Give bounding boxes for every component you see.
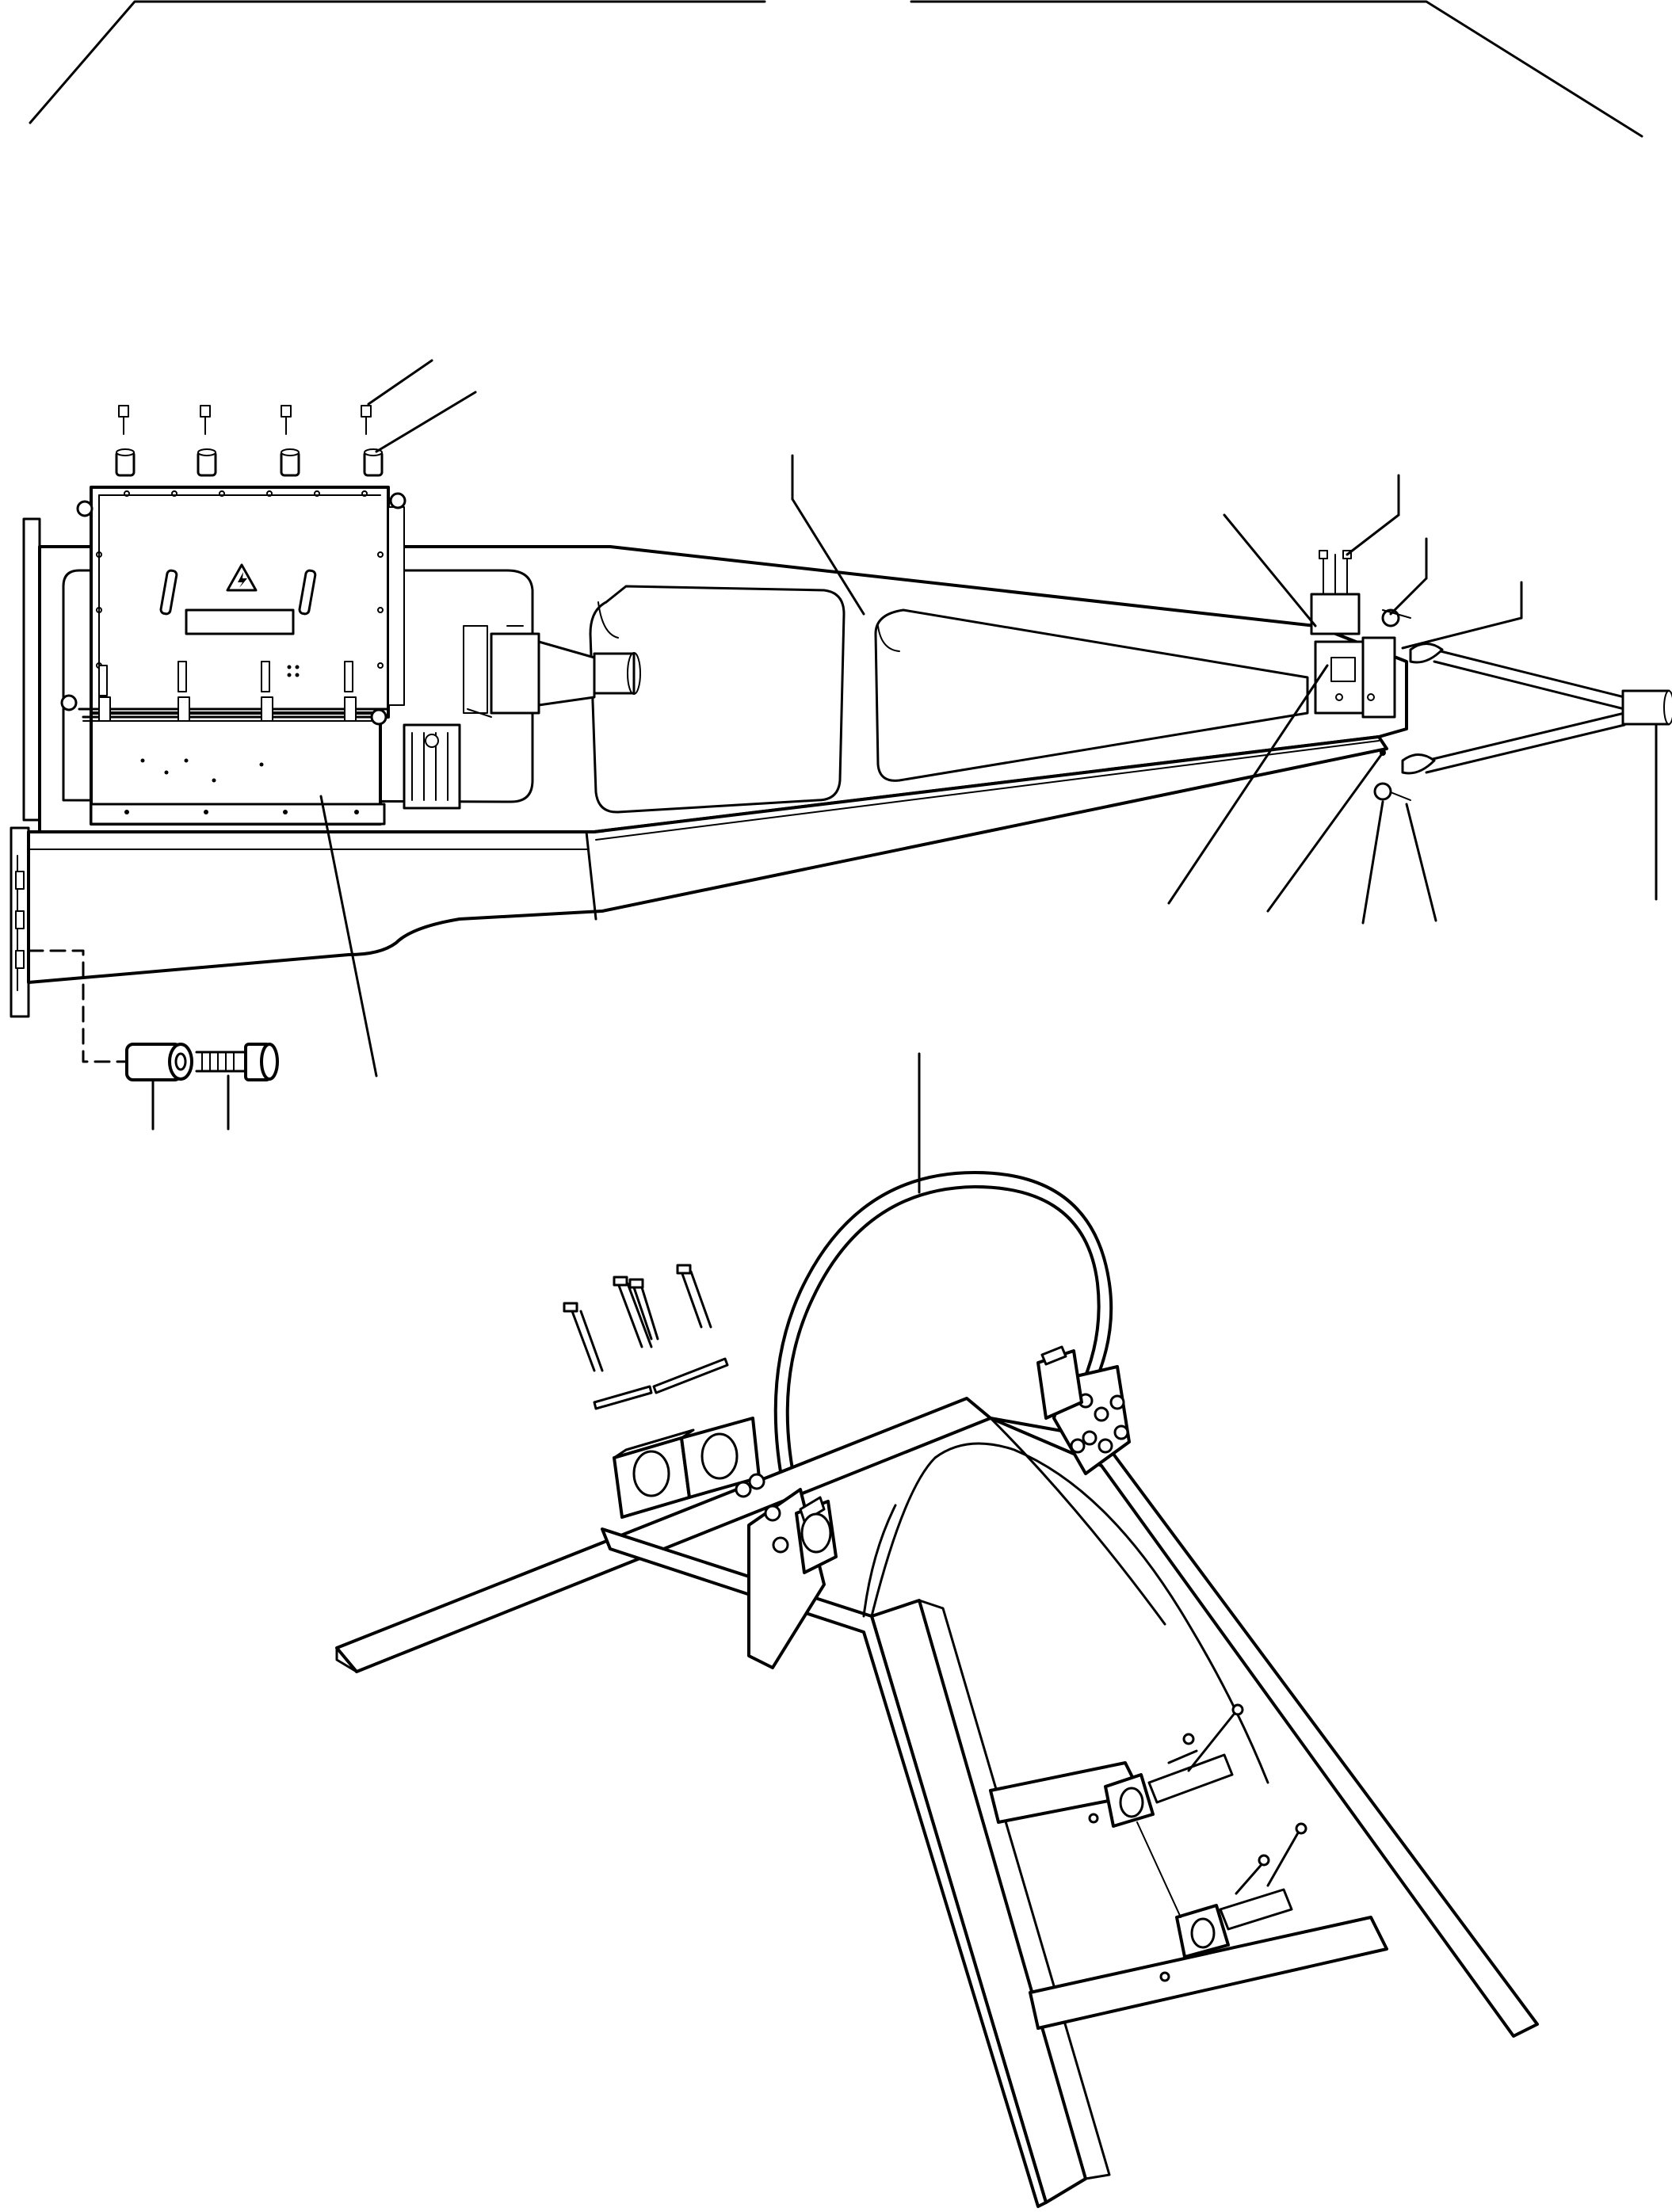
drive-coupling	[463, 625, 641, 718]
bolt	[118, 405, 129, 435]
bolt	[361, 405, 372, 435]
lower-clamp-lower	[1175, 1822, 1307, 1958]
spacer	[363, 448, 384, 477]
bolt	[200, 405, 211, 435]
cable-loop	[773, 1171, 1113, 1495]
leader-line	[375, 391, 477, 453]
leader-lines-top-view	[151, 359, 1658, 1131]
leader-line	[1405, 803, 1437, 922]
side-motor-unit	[403, 723, 461, 810]
cable-clamp-right	[1036, 1345, 1083, 1420]
spacer	[280, 448, 300, 477]
control-box	[60, 486, 407, 826]
spacer	[115, 448, 136, 477]
tow-hitch	[1401, 643, 1672, 775]
leader-line	[319, 795, 378, 1077]
lower-clamp-upper	[1104, 1703, 1244, 1828]
leader-line	[1401, 616, 1523, 650]
top-bracket-lines	[29, 0, 1643, 138]
frame-underside-view	[335, 1052, 1539, 2208]
eye-nuts	[1373, 749, 1411, 801]
leader-line	[1266, 751, 1384, 913]
leader-line	[1167, 664, 1329, 905]
leader-line	[1223, 513, 1317, 627]
loose-hardware	[563, 1264, 729, 1410]
cable-clamp-left	[795, 1496, 838, 1574]
spacer	[197, 448, 217, 477]
frame-cutout-windows	[589, 585, 1309, 814]
pivot-spacer-and-bolt	[27, 949, 279, 1081]
bolt	[281, 405, 292, 435]
box-bolts-and-spacers	[115, 405, 384, 477]
leader-line	[1389, 577, 1428, 616]
main-frame-view	[10, 359, 1672, 1131]
leader-line	[1346, 513, 1400, 556]
high-voltage-warning-icon	[226, 563, 258, 592]
leader-line	[367, 359, 433, 406]
mounting-plate-right	[1052, 1365, 1131, 1475]
leader-line	[1361, 800, 1384, 925]
underside-frame-rails	[335, 1397, 1539, 2208]
leader-line	[791, 498, 865, 616]
clamp-block-assembly	[1310, 550, 1411, 719]
